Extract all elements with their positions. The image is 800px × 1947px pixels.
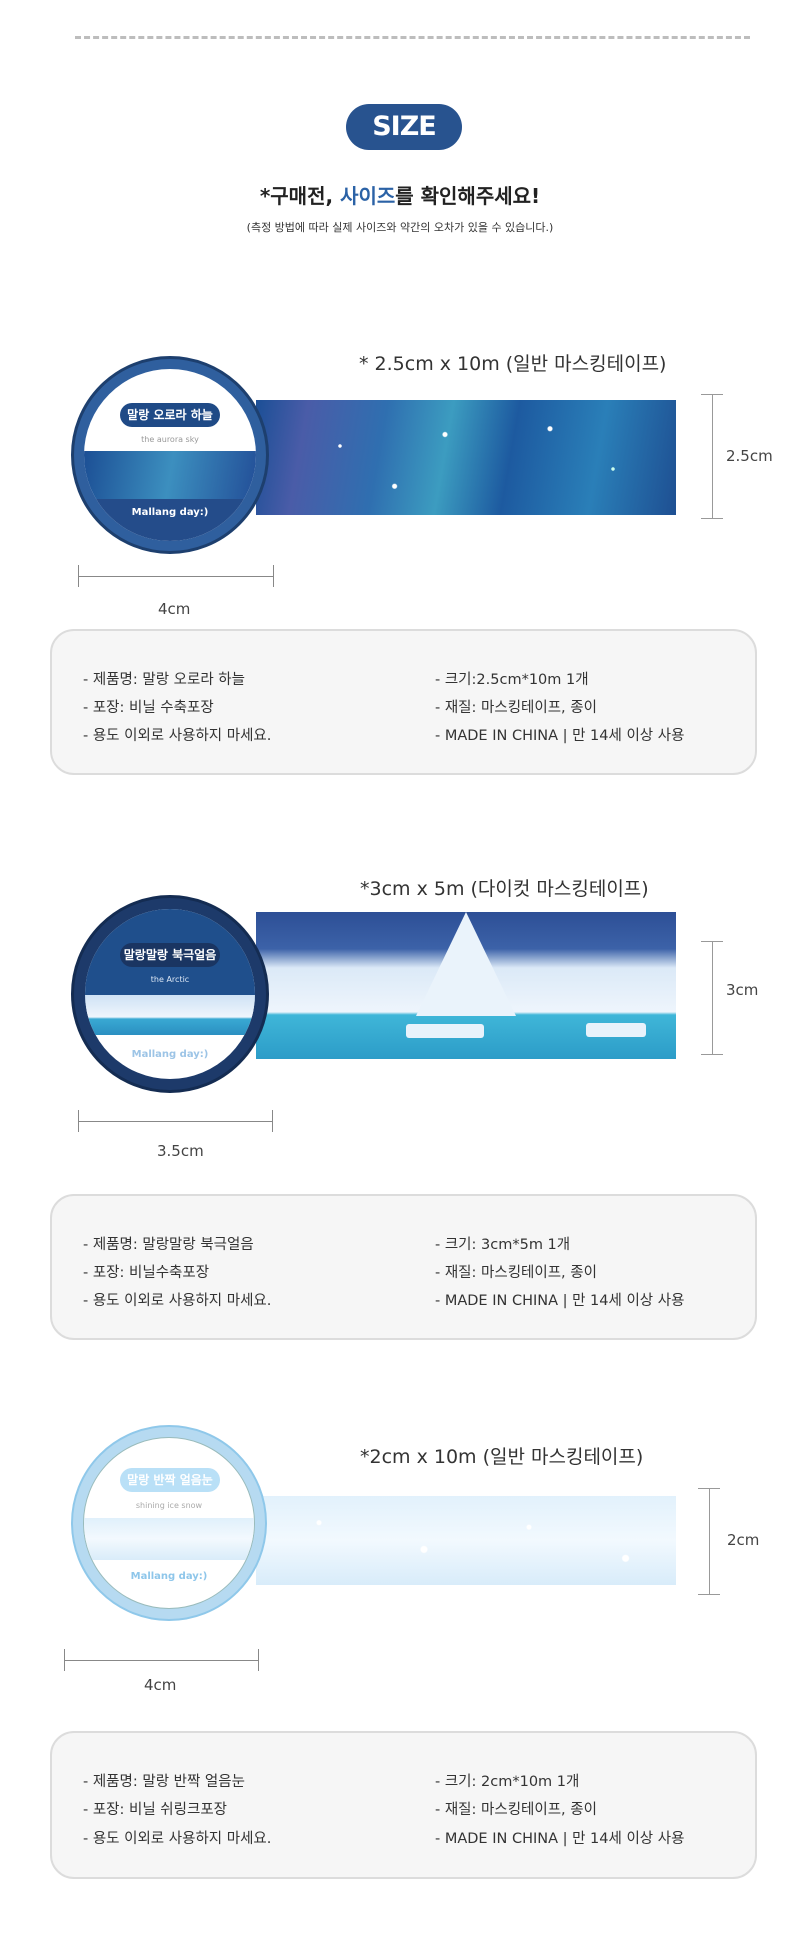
info-size: - 크기: 2cm*10m 1개 bbox=[435, 1774, 580, 1790]
roll-brand: Mallang day:) bbox=[131, 507, 209, 518]
info-usage: - 용도 이외로 사용하지 마세요. bbox=[83, 1831, 272, 1847]
product-3-tape-roll: 말랑 반짝 얼음눈 shining ice snow Mallang day:) bbox=[71, 1425, 267, 1621]
roll-brand: Mallang day:) bbox=[131, 1049, 209, 1060]
info-product-name: - 제품명: 말랑 반짝 얼음눈 bbox=[83, 1774, 245, 1790]
width-label: 3.5cm bbox=[157, 1142, 204, 1160]
width-dimension-line bbox=[78, 576, 273, 577]
size-badge: SIZE bbox=[346, 104, 462, 150]
product-1-tape-strip bbox=[256, 400, 676, 515]
dashed-divider bbox=[75, 36, 750, 39]
height-dimension-line bbox=[712, 941, 713, 1054]
info-origin: - MADE IN CHINA | 만 14세 이상 사용 bbox=[435, 728, 685, 744]
page-title: *구매전, 사이즈를 확인해주세요! bbox=[0, 180, 800, 209]
info-product-name: - 제품명: 말랑 오로라 하늘 bbox=[83, 672, 245, 688]
width-dimension-line bbox=[64, 1660, 258, 1661]
info-product-name: - 제품명: 말랑말랑 북극얼음 bbox=[83, 1237, 254, 1253]
product-1-info-box: - 제품명: 말랑 오로라 하늘 - 포장: 비닐 수축포장 - 용도 이외로 … bbox=[50, 629, 757, 775]
width-dimension-line bbox=[78, 1121, 272, 1122]
height-dimension-line bbox=[709, 1488, 710, 1594]
title-text: *구매전, bbox=[259, 184, 341, 208]
product-2-info-box: - 제품명: 말랑말랑 북극얼음 - 포장: 비닐수축포장 - 용도 이외로 사… bbox=[50, 1194, 757, 1340]
info-size: - 크기: 3cm*5m 1개 bbox=[435, 1237, 571, 1253]
info-usage: - 용도 이외로 사용하지 마세요. bbox=[83, 728, 272, 744]
roll-label: 말랑 오로라 하늘 bbox=[120, 403, 220, 427]
product-2-tape-strip bbox=[256, 912, 676, 1059]
product-3-heading: *2cm x 10m (일반 마스킹테이프) bbox=[360, 1446, 644, 1468]
roll-subtitle: the aurora sky bbox=[141, 435, 199, 444]
info-material: - 재질: 마스킹테이프, 종이 bbox=[435, 700, 597, 716]
product-1-tape-roll: 말랑 오로라 하늘 the aurora sky Mallang day:) bbox=[71, 356, 269, 554]
stars-decoration bbox=[256, 400, 676, 515]
product-3-info-box: - 제품명: 말랑 반짝 얼음눈 - 포장: 비닐 쉬링크포장 - 용도 이외로… bbox=[50, 1731, 757, 1879]
info-material: - 재질: 마스킹테이프, 종이 bbox=[435, 1802, 597, 1818]
product-1-heading: * 2.5cm x 10m (일반 마스킹테이프) bbox=[359, 353, 667, 375]
page-subtitle: (측정 방법에 따라 실제 사이즈와 약간의 오차가 있을 수 있습니다.) bbox=[246, 221, 554, 234]
info-origin: - MADE IN CHINA | 만 14세 이상 사용 bbox=[435, 1831, 685, 1847]
product-2-tape-roll: 말랑말랑 북극얼음 the Arctic Mallang day:) bbox=[71, 895, 269, 1093]
roll-subtitle: the Arctic bbox=[150, 975, 190, 984]
snow-band bbox=[84, 1518, 254, 1560]
info-size: - 크기:2.5cm*10m 1개 bbox=[435, 672, 589, 688]
info-material: - 재질: 마스킹테이프, 종이 bbox=[435, 1265, 597, 1281]
height-dimension-line bbox=[712, 394, 713, 518]
height-label: 2cm bbox=[727, 1531, 760, 1549]
height-label: 3cm bbox=[726, 981, 759, 999]
roll-brand: Mallang day:) bbox=[130, 1571, 208, 1582]
iceberg-decoration bbox=[416, 912, 516, 1016]
width-label: 4cm bbox=[144, 1676, 177, 1694]
height-label: 2.5cm bbox=[726, 447, 773, 465]
info-packaging: - 포장: 비닐 수축포장 bbox=[83, 700, 214, 716]
title-highlight: 사이즈 bbox=[340, 184, 396, 208]
info-origin: - MADE IN CHINA | 만 14세 이상 사용 bbox=[435, 1293, 685, 1309]
roll-label: 말랑말랑 북극얼음 bbox=[120, 943, 220, 967]
product-2-heading: *3cm x 5m (다이컷 마스킹테이프) bbox=[360, 878, 649, 900]
info-usage: - 용도 이외로 사용하지 마세요. bbox=[83, 1293, 272, 1309]
roll-subtitle: shining ice snow bbox=[135, 1501, 203, 1510]
arctic-band bbox=[85, 995, 255, 1035]
title-text-end: 를 확인해주세요! bbox=[395, 184, 541, 208]
roll-label: 말랑 반짝 얼음눈 bbox=[120, 1468, 220, 1492]
aurora-band bbox=[84, 451, 256, 499]
info-packaging: - 포장: 비닐 쉬링크포장 bbox=[83, 1802, 228, 1818]
product-3-tape-strip bbox=[256, 1496, 676, 1585]
width-label: 4cm bbox=[158, 600, 191, 618]
snow-decoration bbox=[256, 1496, 676, 1585]
info-packaging: - 포장: 비닐수축포장 bbox=[83, 1265, 210, 1281]
